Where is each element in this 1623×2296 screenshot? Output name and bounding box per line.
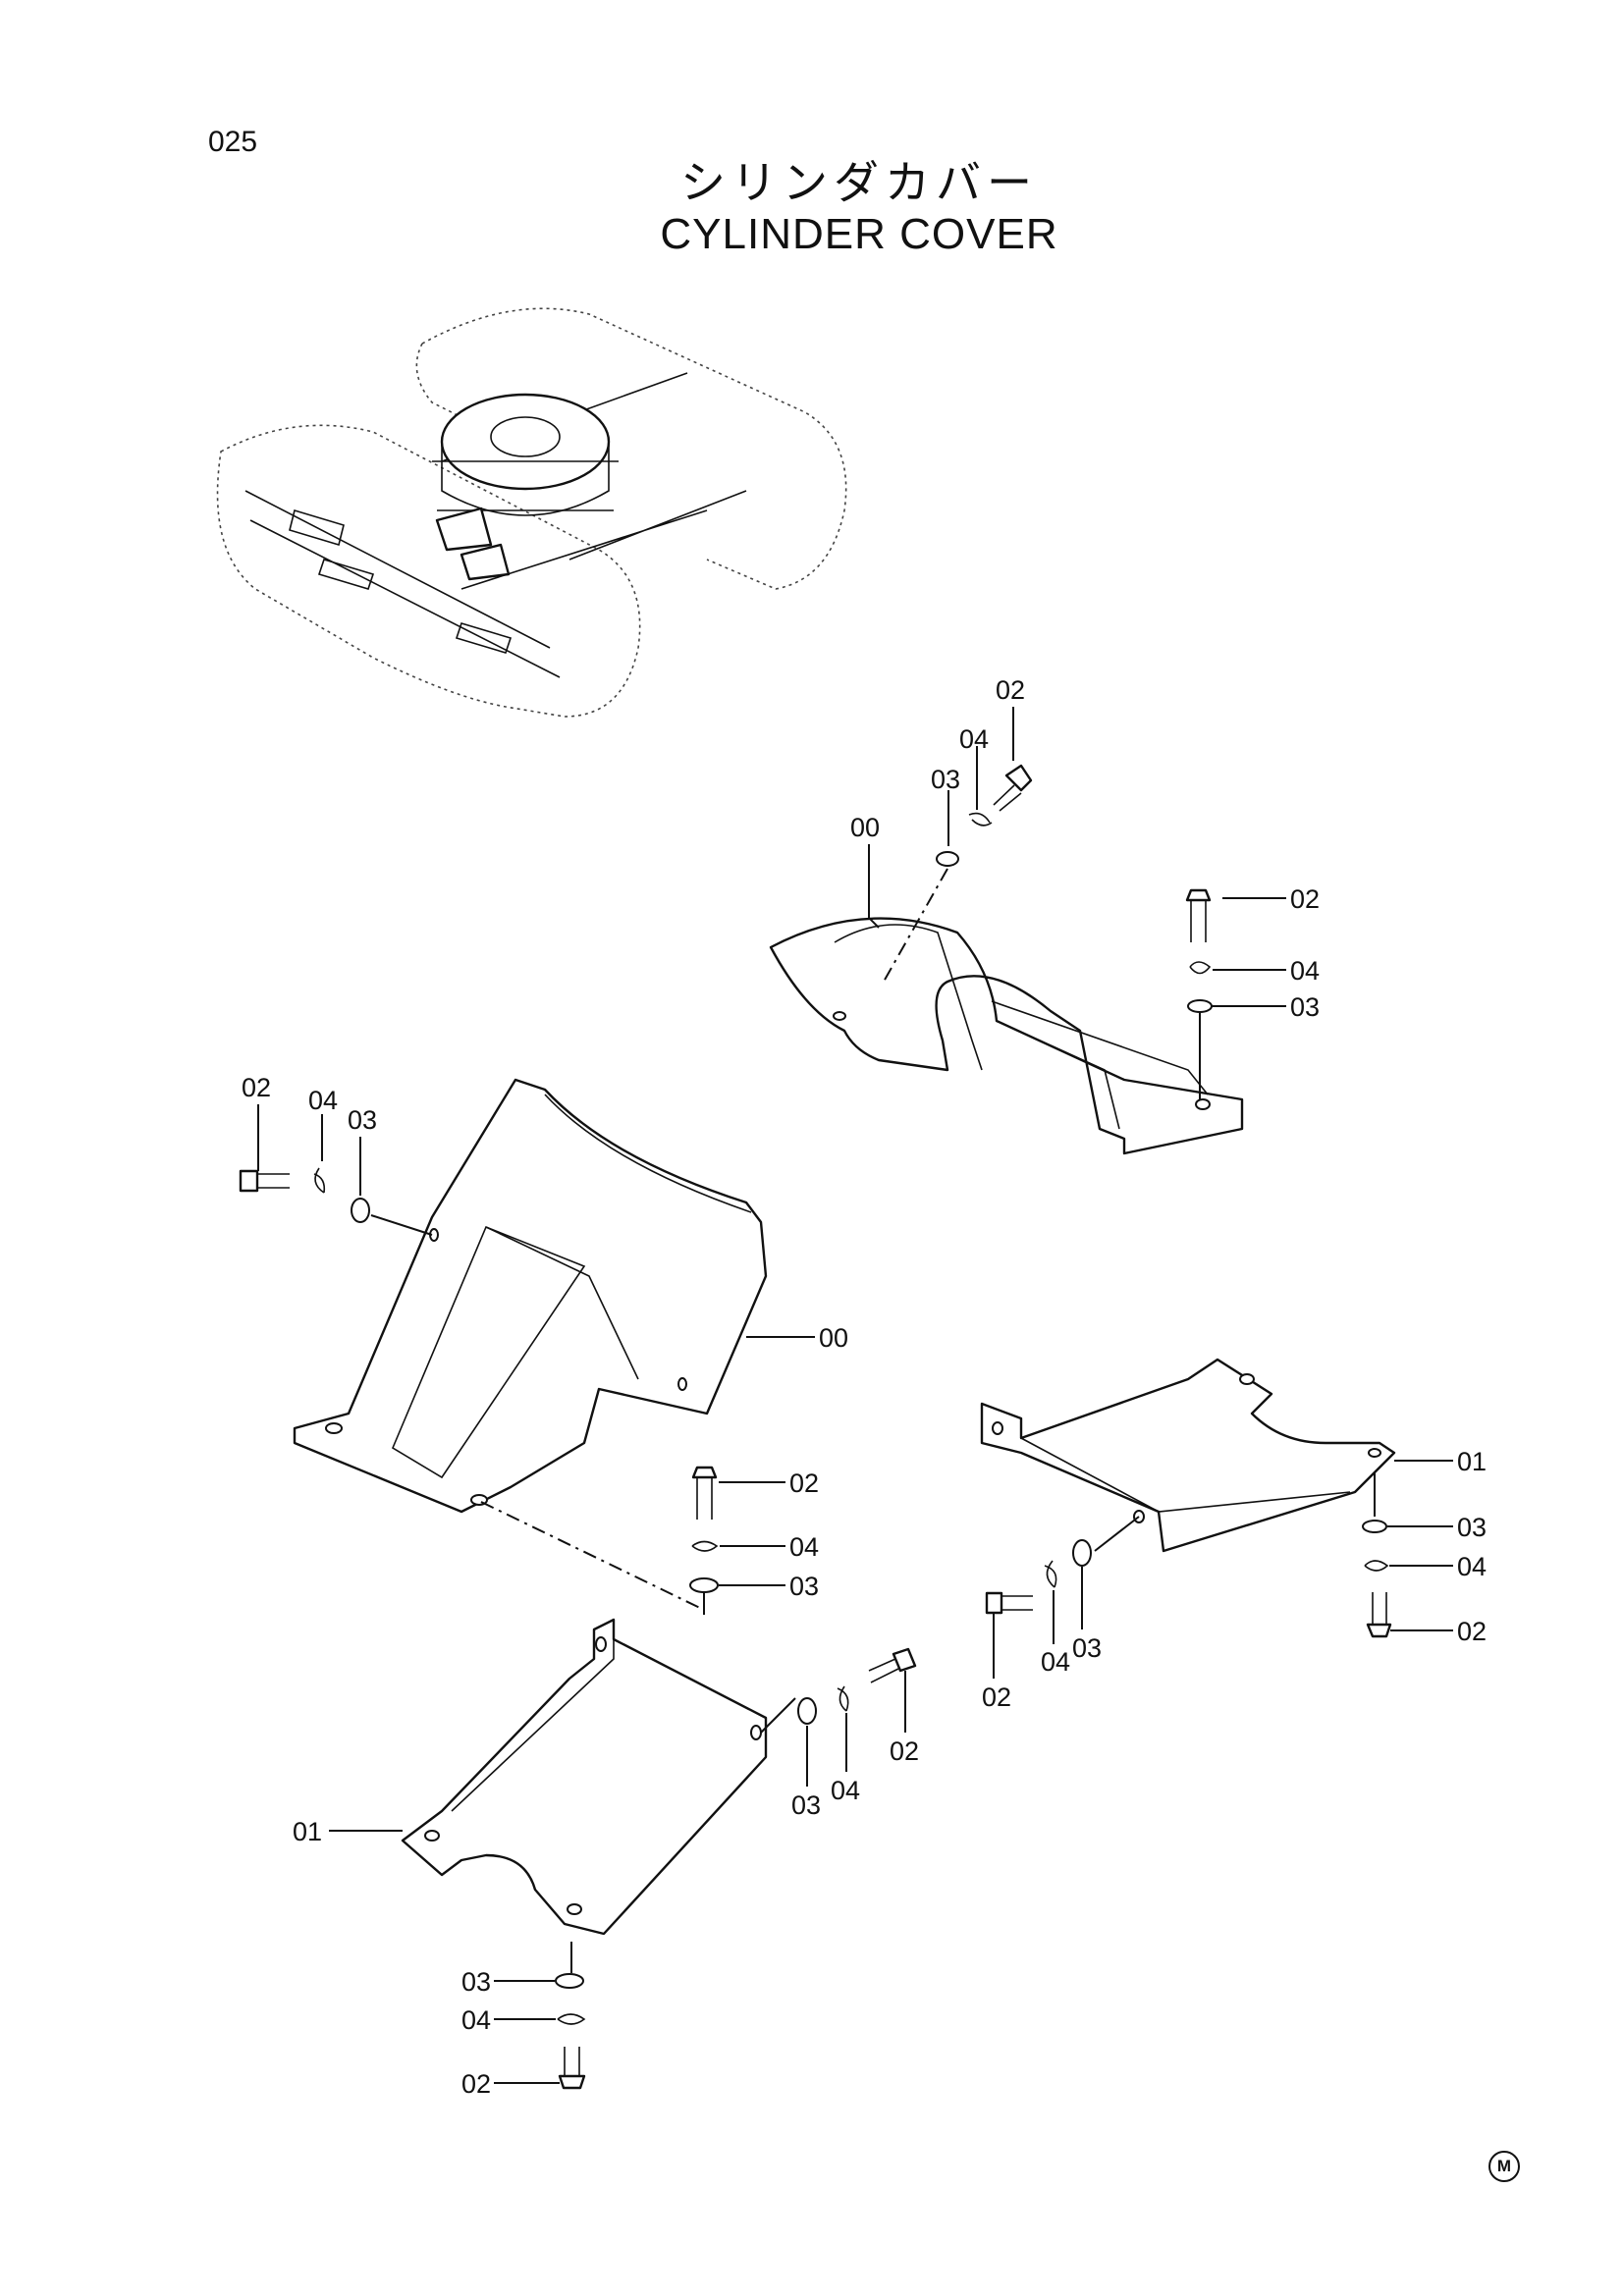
leader-lines: [257, 707, 1453, 2084]
callout-right-bolt: 02: [1457, 1617, 1487, 1646]
callout-right-bracket: 01: [1457, 1447, 1487, 1476]
title-english: CYLINDER COVER: [660, 210, 1058, 258]
hardware-items: [239, 764, 1392, 2090]
callout-right-lock-washer: 04: [1457, 1552, 1487, 1581]
callout-left-bolt: 02: [242, 1073, 271, 1102]
callout-lower-left-bracket: 01: [293, 1817, 322, 1846]
callout-upper-bolt: 02: [996, 675, 1025, 705]
callout-upper-right-lock-washer: 04: [1290, 956, 1320, 986]
callout-middle-lock-washer: 04: [789, 1532, 819, 1562]
callout-upper-cover: 00: [850, 813, 880, 842]
callout-bottom-washer: 03: [461, 1967, 491, 1997]
callout-lower-left-washer: 03: [791, 1790, 821, 1820]
upper-right-cylinder-cover: [769, 917, 1244, 1155]
callout-upper-right-washer: 03: [1290, 992, 1320, 1022]
corner-mark-m: M: [1488, 2151, 1520, 2182]
callout-lower-left-bolt: 02: [890, 1736, 919, 1766]
callout-middle-cover: 00: [819, 1323, 848, 1353]
callout-upper-washer: 03: [931, 765, 960, 794]
callout-upper-lock-washer: 04: [959, 724, 989, 754]
callout-upper-right-bolt: 02: [1290, 884, 1320, 914]
callout-left-washer: 03: [348, 1105, 377, 1135]
callout-right-washer: 03: [1457, 1513, 1487, 1542]
callout-middle-washer: 03: [789, 1572, 819, 1601]
undercarriage-overview-illustration: [216, 307, 847, 718]
callout-labels: 02 04 03 00 02 04 03 02 04 03 00 02 04 0…: [242, 675, 1487, 2099]
callout-left-lock-washer: 04: [308, 1086, 338, 1115]
callout-bottom-lock-washer: 04: [461, 2005, 491, 2035]
title-japanese: シリンダカバー: [680, 156, 1038, 209]
lower-left-bracket-plate: [401, 1618, 768, 1936]
callout-bottom-bolt: 02: [461, 2069, 491, 2099]
page-number: 025: [208, 126, 258, 158]
right-bracket-plate: [980, 1358, 1396, 1553]
callout-lower-mid-bolt: 02: [982, 1682, 1011, 1712]
callout-lower-left-lock-washer: 04: [831, 1776, 860, 1805]
callout-lower-mid-washer: 03: [1072, 1633, 1102, 1663]
callout-lower-mid-lock-washer: 04: [1041, 1647, 1070, 1677]
middle-left-cylinder-cover: [293, 1078, 768, 1514]
callout-middle-bolt: 02: [789, 1468, 819, 1498]
